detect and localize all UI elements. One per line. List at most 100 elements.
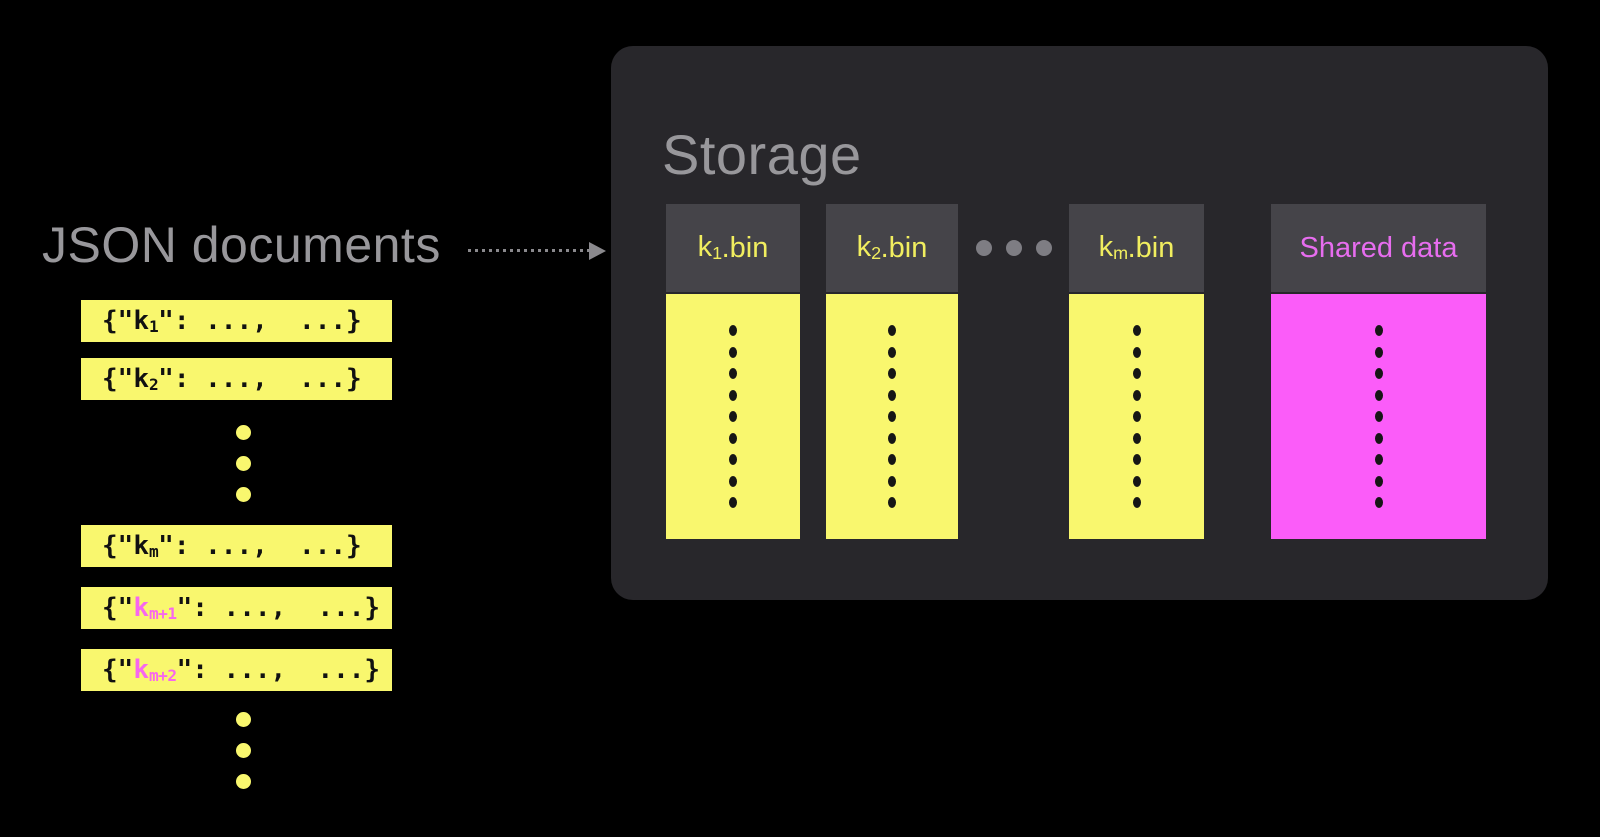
ellipsis-dot — [236, 774, 251, 789]
ellipsis-dot — [236, 456, 251, 471]
ellipsis-dot — [236, 487, 251, 502]
data-dot — [1374, 325, 1383, 336]
key-subscript: 1 — [712, 243, 722, 264]
data-dot — [1132, 454, 1141, 465]
doc-text-suffix: ": ..., ...} — [176, 655, 381, 685]
ellipsis-dot — [1036, 240, 1052, 256]
doc-text-suffix: ": ..., ...} — [158, 531, 362, 561]
column-label: k1 — [697, 231, 722, 264]
data-dot — [1374, 411, 1383, 422]
doc-key: km — [133, 531, 159, 561]
data-dot — [729, 475, 737, 487]
json-document-row: {"k2": ..., ...} — [81, 358, 392, 400]
data-dot — [888, 497, 896, 508]
ellipsis-dot — [1006, 240, 1022, 256]
column-body — [666, 294, 800, 539]
arrow-dotted-line — [468, 249, 590, 252]
data-dot — [729, 389, 737, 401]
vertical-ellipsis-icon — [236, 712, 251, 789]
data-dot — [729, 368, 737, 379]
data-dot — [1374, 475, 1383, 487]
data-dot — [729, 346, 737, 358]
data-dot — [1132, 432, 1141, 444]
data-dot — [888, 346, 896, 358]
data-dot — [888, 389, 896, 401]
data-dot — [1374, 432, 1383, 444]
data-dot — [1374, 497, 1383, 508]
doc-text-prefix: {" — [102, 364, 134, 394]
doc-key: km+1 — [133, 593, 177, 623]
json-document-row: {"km": ..., ...} — [81, 525, 392, 567]
doc-text-suffix: ": ..., ...} — [158, 364, 362, 394]
data-dot — [1132, 346, 1141, 358]
data-dot — [729, 497, 737, 508]
doc-text-prefix: {" — [102, 655, 134, 685]
doc-key: km+2 — [133, 655, 177, 685]
key-subscript: 2 — [871, 243, 881, 264]
storage-column: km.bin — [1069, 204, 1204, 539]
data-dot — [1374, 346, 1383, 358]
json-document-row: {"km+1": ..., ...} — [81, 587, 392, 629]
data-dot — [1132, 325, 1141, 336]
column-label-extension: .bin — [1127, 231, 1175, 264]
storage-column: k1.bin — [666, 204, 800, 539]
key-subscript: 1 — [148, 316, 159, 336]
column-header: k1.bin — [666, 204, 800, 292]
data-dot — [729, 411, 737, 422]
data-dot — [729, 454, 737, 465]
key-subscript: 2 — [148, 374, 159, 394]
doc-text-prefix: {" — [102, 531, 134, 561]
data-dot — [729, 432, 737, 444]
data-dot — [888, 325, 896, 336]
data-dot — [1374, 454, 1383, 465]
vertical-ellipsis-icon — [236, 425, 251, 502]
storage-column: Shared data — [1271, 204, 1486, 539]
column-header: km.bin — [1069, 204, 1204, 292]
column-label: km — [1098, 231, 1128, 264]
doc-text-prefix: {" — [102, 306, 134, 336]
doc-text-suffix: ": ..., ...} — [176, 593, 381, 623]
ellipsis-dot — [236, 743, 251, 758]
data-dot — [888, 475, 896, 487]
data-dot — [888, 411, 896, 422]
column-body — [826, 294, 958, 539]
key-subscript: m — [148, 541, 159, 561]
storage-column: k2.bin — [826, 204, 958, 539]
ellipsis-dot — [236, 712, 251, 727]
column-label-extension: .bin — [880, 231, 928, 264]
key-subscript: m — [1113, 243, 1128, 264]
json-document-row: {"k1": ..., ...} — [81, 300, 392, 342]
data-dot — [1132, 497, 1141, 508]
doc-text-suffix: ": ..., ...} — [158, 306, 362, 336]
data-dot — [888, 454, 896, 465]
column-header: k2.bin — [826, 204, 958, 292]
json-document-row: {"km+2": ..., ...} — [81, 649, 392, 691]
column-label: Shared data — [1299, 231, 1458, 264]
data-dot — [888, 432, 896, 444]
arrow-head-icon — [589, 242, 606, 260]
ellipsis-dot — [236, 425, 251, 440]
column-label: k2 — [856, 231, 881, 264]
column-header: Shared data — [1271, 204, 1486, 292]
data-dot — [1132, 475, 1141, 487]
data-dot — [1132, 411, 1141, 422]
column-body — [1069, 294, 1204, 539]
doc-key: k2 — [133, 364, 159, 394]
data-dot — [1374, 368, 1383, 379]
data-dot — [888, 368, 896, 379]
storage-title: Storage — [662, 123, 862, 186]
column-body — [1271, 294, 1486, 539]
data-dot — [729, 325, 737, 336]
ellipsis-dot — [976, 240, 992, 256]
doc-key: k1 — [133, 306, 159, 336]
data-dot — [1132, 368, 1141, 379]
json-documents-label: JSON documents — [42, 217, 441, 273]
doc-text-prefix: {" — [102, 593, 134, 623]
key-subscript: m+1 — [148, 603, 177, 623]
key-subscript: m+2 — [148, 665, 177, 685]
data-dot — [1374, 389, 1383, 401]
column-label-extension: .bin — [721, 231, 769, 264]
horizontal-ellipsis-icon — [976, 240, 1052, 256]
